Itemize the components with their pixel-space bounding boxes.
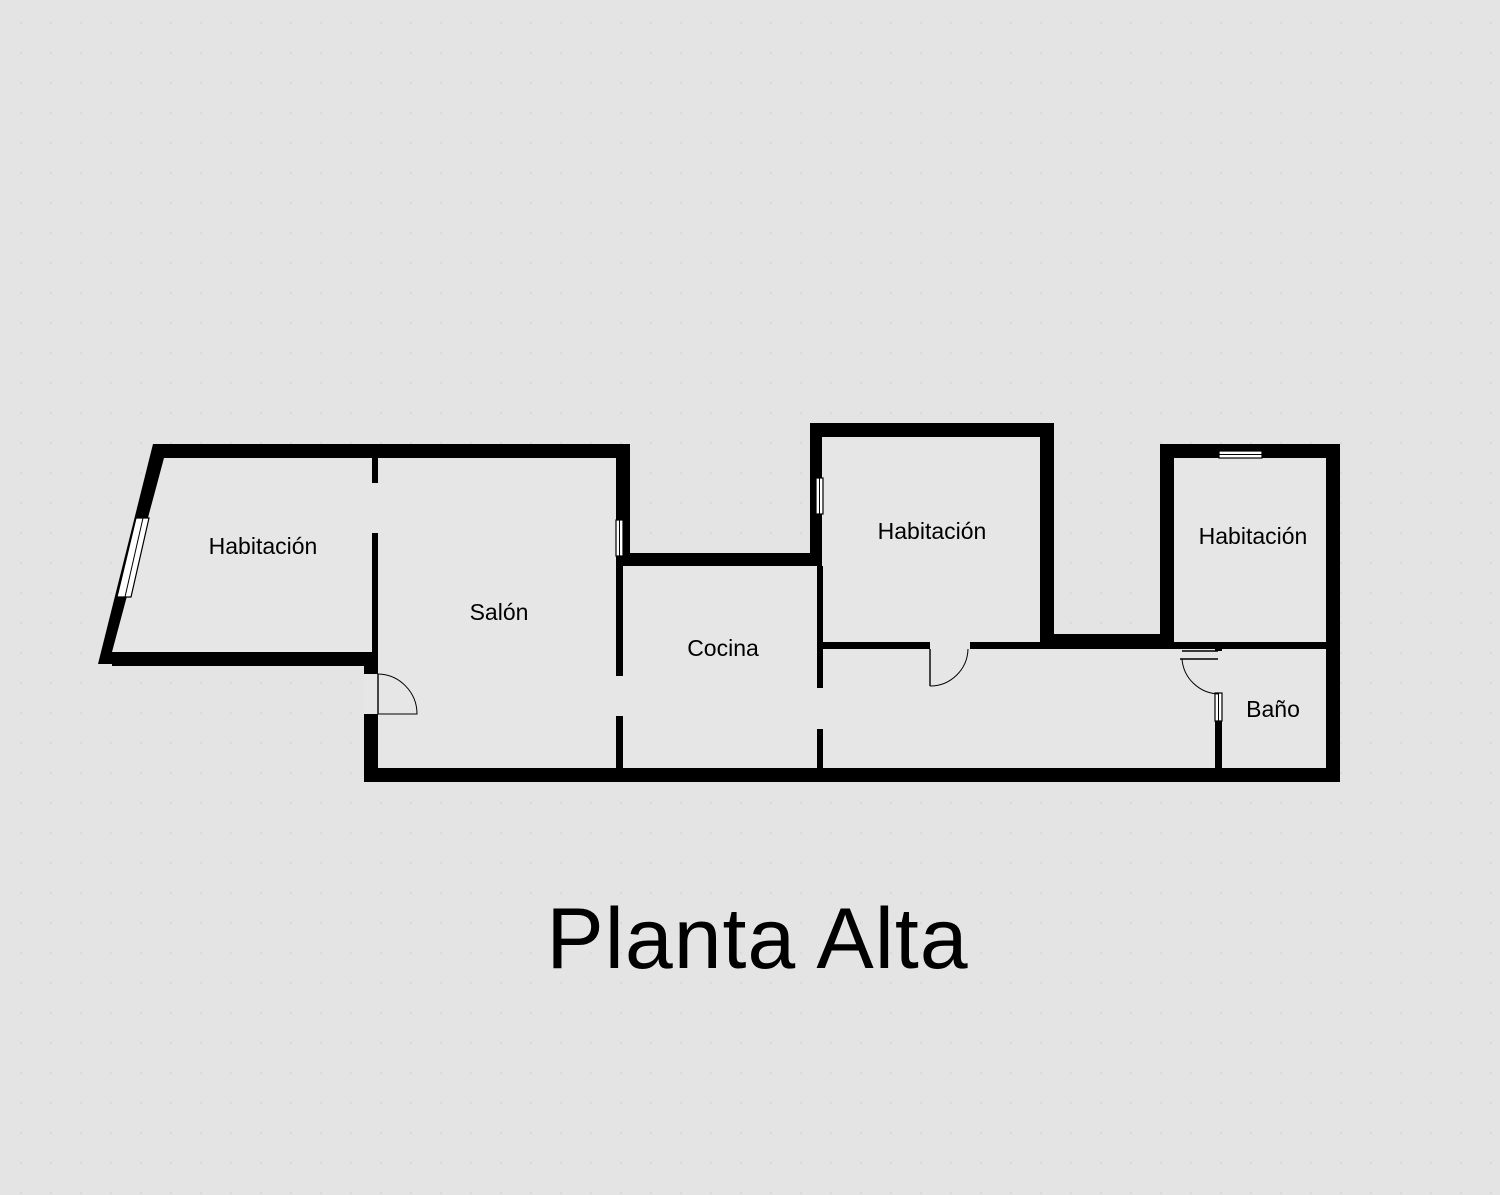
window-habitacion-3 [1218, 450, 1263, 459]
door-entrance [377, 673, 418, 715]
interior-walls [112, 458, 1326, 768]
plan-title: Planta Alta [546, 891, 969, 987]
room-labels: Habitación Salón Cocina Habitación Habit… [209, 518, 1308, 722]
room-label-cocina: Cocina [687, 635, 759, 661]
room-label-habitacion-1: Habitación [209, 533, 318, 559]
window-habitacion-1 [116, 517, 150, 598]
room-label-habitacion-3: Habitación [1199, 523, 1308, 549]
room-label-bano: Baño [1246, 696, 1300, 722]
window-bano [1214, 692, 1223, 722]
door-gaps [364, 674, 378, 714]
room-label-habitacion-2: Habitación [878, 518, 987, 544]
window-salon [615, 519, 624, 557]
door-bano [1180, 650, 1219, 695]
window-habitacion-2 [815, 477, 824, 515]
floor-area [112, 437, 1326, 768]
door-habitacion-2 [929, 648, 969, 687]
room-label-salon: Salón [470, 599, 529, 625]
